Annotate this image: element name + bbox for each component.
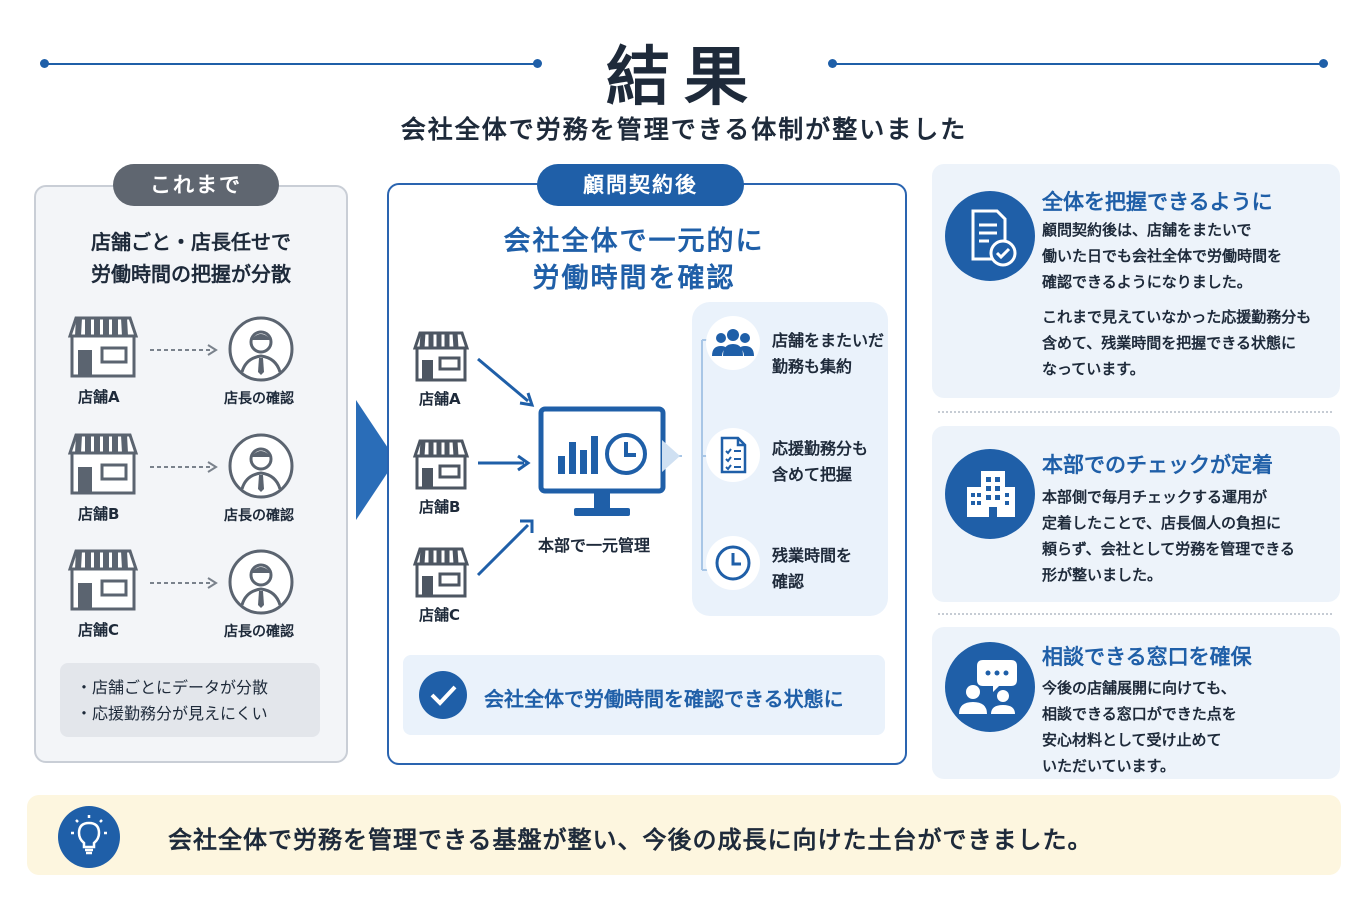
before-store-label-b: 店舗B (78, 505, 120, 523)
before-manager-label-c: 店長の確認 (224, 624, 294, 640)
header-line-left (44, 63, 538, 65)
manager-a-icon (228, 316, 294, 382)
store-c-icon (67, 549, 139, 611)
feature-3-line1: 残業時間を (772, 546, 853, 565)
footer-text: 会社全体で労務を管理できる基盤が整い、今後の成長に向けた土台ができました。 (168, 826, 1093, 854)
manager-c-icon (228, 549, 294, 615)
card-3-body: 今後の店舗展開に向けても、 相談できる窓口ができた点を 安心材料として受け止めて… (1042, 675, 1237, 779)
card-1-body-2: これまで見えていなかった応援勤務分も 含めて、残業時間を把握できる状態に なって… (1042, 304, 1311, 382)
consultation-icon (959, 660, 1017, 714)
lightbulb-icon (71, 815, 107, 855)
flow-arrows (476, 357, 535, 577)
after-heading-line2: 労働時間を確認 (532, 263, 736, 294)
store-b-icon (67, 433, 139, 495)
card-2-body: 本部側で毎月チェックする運用が 定着したことで、店長個人の負担に 頼らず、会社と… (1042, 484, 1295, 588)
after-heading-line1: 会社全体で一元的に (503, 226, 765, 257)
before-heading-line2: 労働時間の把握が分散 (91, 262, 291, 286)
card-3-line-4: いただいています。 (1042, 757, 1176, 775)
before-notes: ・店舗ごとにデータが分散 ・応援勤務分が見えにくい (60, 663, 320, 737)
feature-2-line2: 含めて把握 (772, 465, 853, 484)
card-separator-2 (938, 613, 1332, 615)
card-1-line2-3: なっています。 (1042, 360, 1145, 378)
feature-3-line2: 確認 (772, 572, 805, 591)
card-2-line-1: 本部側で毎月チェックする運用が (1042, 488, 1268, 506)
card-icon-wrap-3 (945, 642, 1035, 732)
card-1-line2-1: これまで見えていなかった応援勤務分も (1042, 308, 1312, 326)
header-line-right (832, 63, 1324, 65)
feature-1-line2: 勤務も集約 (772, 357, 853, 376)
dashed-arrow-c (150, 577, 218, 589)
hub-label: 本部で一元管理 (538, 536, 651, 555)
check-circle-icon (419, 671, 467, 719)
dashed-arrow-b (150, 461, 218, 473)
before-store-label-a: 店舗A (78, 388, 120, 406)
card-icon-wrap-2 (945, 449, 1035, 539)
feature-text-1: 店舗をまたいだ 勤務も集約 (772, 328, 884, 380)
feature-icon-wrap-1 (706, 316, 760, 370)
document-check-icon (971, 209, 1017, 267)
header-dot-right-a (828, 59, 837, 68)
before-manager-label-b: 店長の確認 (224, 508, 294, 524)
feature-text-3: 残業時間を 確認 (772, 543, 852, 595)
header-dot-right-b (1319, 59, 1328, 68)
after-store-label-a: 店舗A (419, 390, 461, 408)
card-3-title: 相談できる窓口を確保 (1042, 645, 1252, 669)
before-manager-label-a: 店長の確認 (224, 391, 294, 407)
before-badge: これまで (113, 164, 279, 206)
card-3-line-1: 今後の店舗展開に向けても、 (1042, 679, 1236, 697)
building-icon (967, 471, 1015, 517)
feature-2-line1: 応援勤務分も (772, 439, 869, 458)
card-1-title: 全体を把握できるように (1042, 190, 1273, 214)
feature-icon-wrap-3 (706, 536, 760, 590)
before-note-2: ・応援勤務分が見えにくい (76, 704, 268, 723)
checklist-icon (720, 436, 747, 474)
card-3-line-3: 安心材料として受け止めて (1042, 731, 1222, 749)
page-title: 結果 (606, 41, 762, 115)
feature-connector (662, 339, 712, 571)
store-a-icon (67, 316, 139, 378)
card-1-line-1: 顧問契約後は、店舗をまたいで (1042, 221, 1252, 239)
clock-icon (715, 545, 751, 581)
result-banner (403, 655, 885, 735)
feature-icon-wrap-2 (706, 428, 760, 482)
after-store-label-c: 店舗C (419, 606, 461, 624)
card-1-line-3: 確認できるようになりました。 (1042, 273, 1252, 291)
card-2-line-2: 定着したことで、店長個人の負担に (1042, 514, 1281, 532)
after-badge: 顧問契約後 (537, 164, 744, 206)
card-3-line-2: 相談できる窓口ができた点を (1042, 705, 1237, 723)
monitor-dashboard-icon (538, 406, 666, 516)
result-text: 会社全体で労働時間を確認できる状態に (484, 687, 844, 711)
card-icon-wrap-1 (945, 191, 1035, 281)
transition-chevron-icon (356, 400, 396, 520)
card-1-line-2: 働いた日でも会社全体で労働時間を (1042, 247, 1283, 265)
center-store-a-icon (412, 331, 470, 382)
header-dot-left-b (533, 59, 542, 68)
header-dot-left-a (40, 59, 49, 68)
before-note-1: ・店舗ごとにデータが分散 (76, 678, 269, 697)
manager-b-icon (228, 433, 294, 499)
card-separator-1 (938, 411, 1332, 413)
card-1-line2-2: 含めて、残業時間を把握できる状態に (1042, 334, 1296, 352)
card-1-body: 顧問契約後は、店舗をまたいで 働いた日でも会社全体で労働時間を 確認できるように… (1042, 217, 1282, 295)
dashed-arrow-a (150, 344, 218, 356)
before-store-label-c: 店舗C (78, 621, 120, 639)
feature-1-line1: 店舗をまたいだ (772, 331, 885, 350)
before-heading-line1: 店舗ごと・店長任せで (91, 230, 291, 254)
center-store-b-icon (412, 439, 470, 490)
page-subtitle: 会社全体で労務を管理できる体制が整いました (400, 115, 968, 144)
card-2-line-4: 形が整いました。 (1042, 566, 1163, 584)
footer-banner (27, 795, 1341, 875)
footer-icon-wrap (58, 806, 120, 868)
feature-text-2: 応援勤務分も 含めて把握 (772, 436, 868, 488)
center-store-c-icon (412, 547, 470, 598)
card-2-line-3: 頼らず、会社として労務を管理できる (1042, 540, 1295, 558)
group-icon (712, 329, 754, 356)
after-store-label-b: 店舗B (419, 498, 461, 516)
card-2-title: 本部でのチェックが定着 (1042, 453, 1273, 477)
